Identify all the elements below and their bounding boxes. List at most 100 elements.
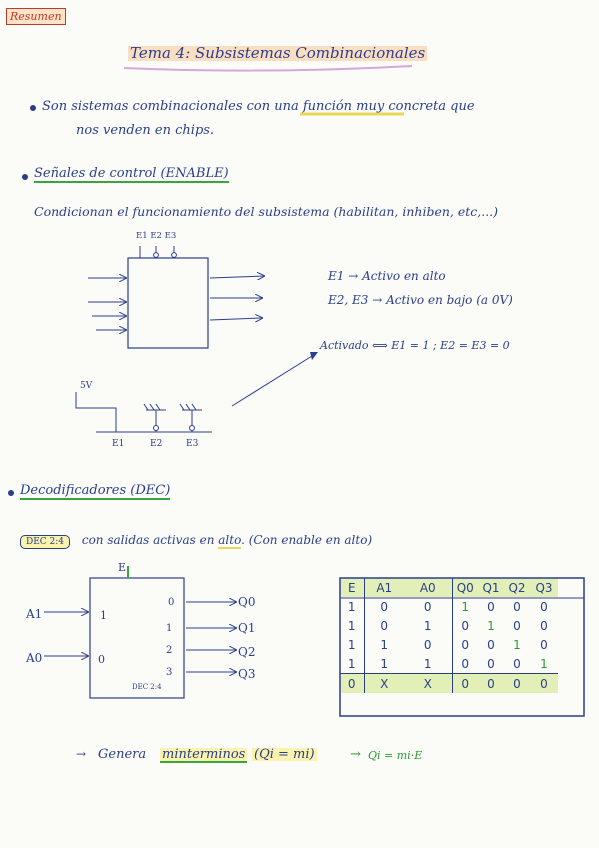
- cell: 0: [404, 597, 453, 616]
- subtitle-part-b: . (Con enable en alto): [241, 533, 373, 547]
- intro-line-1: Son sistemas combinacionales con una fun…: [42, 99, 475, 114]
- dec-out-pin-0: 0: [168, 597, 175, 608]
- bullet-intro: [30, 105, 36, 111]
- cell: 0: [461, 656, 470, 671]
- cell-active: 1: [461, 599, 470, 614]
- e1-label: E1: [112, 439, 125, 449]
- truth-table-header: E A1 A0 Q0 Q1 Q2 Q3: [340, 578, 558, 597]
- title-underline: [123, 65, 413, 72]
- cell: 0: [513, 599, 521, 614]
- cell: 0: [461, 618, 470, 633]
- dec-input-a1: A1: [26, 607, 43, 621]
- supply-label: 5V: [80, 381, 93, 391]
- e2-label: E2: [150, 439, 163, 449]
- enable-out-3: [209, 318, 262, 320]
- enable-block: [127, 257, 209, 349]
- footer-arrow-left: →: [76, 747, 87, 761]
- enable-note-1: E1 → Activo en alto: [328, 269, 446, 283]
- cell: 0: [452, 673, 478, 693]
- bullet-enable: [22, 174, 28, 180]
- ground-symbol-e2: [143, 403, 166, 411]
- cell: 0: [487, 637, 495, 652]
- cell: 0: [380, 599, 389, 614]
- subtitle-alto: alto: [218, 533, 242, 549]
- footer-arrow-right: →: [350, 747, 361, 762]
- cell: 0: [513, 618, 521, 633]
- th-e: E: [340, 578, 365, 597]
- cell: 0: [487, 599, 495, 614]
- footer-formula-green: Qi = mi·E: [368, 749, 423, 762]
- footer-minterminos: minterminos: [160, 747, 248, 763]
- intro-line-2: nos venden en chips.: [76, 123, 215, 138]
- page-title: Tema 4: Subsistemas Combinacionales: [128, 44, 428, 62]
- cell: 0: [504, 673, 530, 693]
- cell: 1: [380, 637, 389, 652]
- enable-pin-labels: E1 E2 E3: [136, 231, 177, 241]
- cell-active: 1: [487, 618, 495, 633]
- dec-pin-0: 0: [98, 653, 105, 666]
- table-row: 1 0 0 1 0 0 0: [340, 597, 558, 616]
- truth-table-border: [339, 577, 585, 717]
- th-a0: A0: [404, 578, 453, 597]
- th-q1: Q1: [482, 580, 500, 595]
- table-row: 1 0 1 0 1 0 0: [340, 616, 558, 635]
- enable-activation: Activado ⟺ E1 = 1 ; E2 = E3 = 0: [320, 339, 510, 352]
- enable-out-1: [209, 276, 264, 278]
- pin-e2-bubble: [153, 252, 159, 258]
- cell: 0: [340, 673, 365, 693]
- cell: 0: [461, 637, 470, 652]
- pointer-arrow: [231, 355, 313, 407]
- cell: 1: [404, 654, 453, 674]
- table-row: 1 1 0 0 0 1 0: [340, 635, 558, 654]
- cell: 1: [340, 597, 365, 616]
- cell: 1: [380, 656, 389, 671]
- cell: 1: [340, 616, 365, 635]
- truth-table: E A1 A0 Q0 Q1 Q2 Q3 1 0 0 1 0 0 0 1 0 1 …: [340, 578, 558, 693]
- cell: 1: [340, 654, 365, 674]
- resumen-text: Resumen: [10, 10, 62, 23]
- resumen-tag: Resumen: [6, 8, 66, 25]
- decoder-subtitle: DEC 2:4 con salidas activas en alto. (Co…: [20, 533, 373, 549]
- cell: 0: [540, 618, 548, 633]
- dec-output-q2: Q2: [238, 645, 256, 659]
- page-title-text: Tema 4: Subsistemas Combinacionales: [130, 44, 426, 62]
- cell: 0: [478, 673, 504, 693]
- footer-genera: Genera: [98, 747, 147, 762]
- table-row: 0 X X 0 0 0 0: [340, 673, 558, 693]
- dec-output-q3: Q3: [238, 667, 256, 681]
- pin-e3-bubble: [171, 252, 177, 258]
- dec-out-pin-1: 1: [166, 623, 173, 634]
- e3-node: [189, 425, 195, 431]
- pointer-arrowhead: [310, 352, 318, 360]
- cell: 0: [487, 656, 495, 671]
- cell: 0: [530, 673, 558, 693]
- th-q0: Q0: [456, 580, 474, 595]
- subtitle-box: DEC 2:4: [20, 535, 71, 549]
- cell-active: 1: [540, 656, 548, 671]
- table-row: 1 1 1 0 0 0 1: [340, 654, 558, 674]
- dec-out-pin-3: 3: [166, 667, 173, 678]
- cell: 0: [540, 637, 548, 652]
- enable-description: Condicionan el funcionamiento del subsis…: [34, 204, 499, 219]
- cell: 0: [404, 635, 453, 654]
- enable-note-2: E2, E3 → Activo en bajo (a 0V): [328, 293, 513, 307]
- decoder-heading: Decodificadores (DEC): [20, 483, 171, 500]
- th-q3: Q3: [535, 580, 553, 595]
- dec-out-pin-2: 2: [166, 645, 173, 656]
- subtitle-part-a: con salidas activas en: [81, 533, 215, 547]
- enable-heading: Señales de control (ENABLE): [34, 166, 229, 183]
- dec-chip-label: DEC 2:4: [132, 683, 162, 691]
- e3-label: E3: [186, 439, 199, 449]
- cell: 0: [513, 656, 521, 671]
- dec-pin-1: 1: [100, 609, 107, 622]
- decoder-block: [89, 577, 185, 699]
- cell: 1: [340, 635, 365, 654]
- dec-output-q1: Q1: [238, 621, 256, 635]
- supply-wire: [75, 392, 117, 432]
- dec-input-a0: A0: [26, 651, 43, 665]
- cell: 0: [380, 618, 389, 633]
- dec-output-q0: Q0: [238, 595, 256, 609]
- cell: X: [404, 673, 453, 693]
- footer-formula: (Qi = mi): [252, 747, 317, 762]
